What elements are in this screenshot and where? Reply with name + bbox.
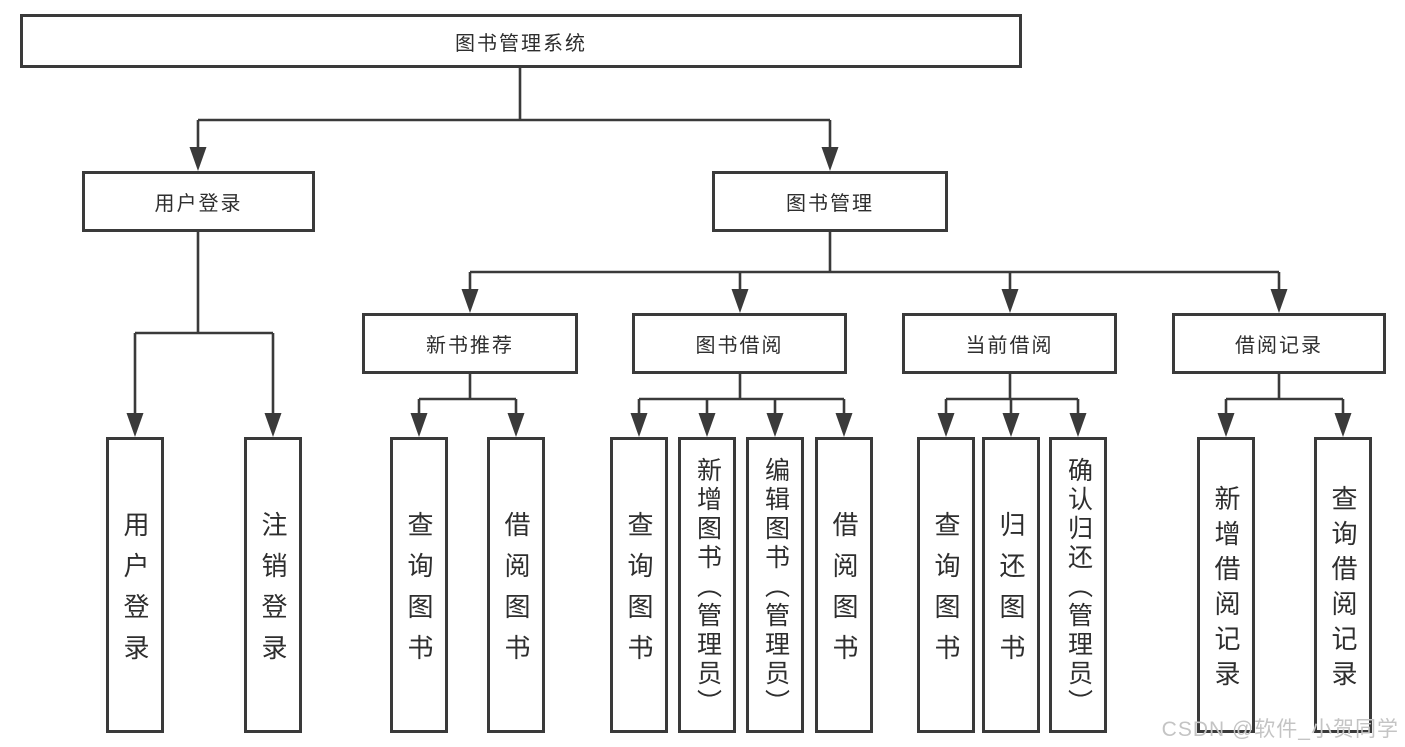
node-label: 借阅记录 xyxy=(1235,335,1323,357)
leaf-borrow-books: 借阅图书 xyxy=(815,437,873,733)
leaf-confirm-return-admin: 确认归还（管理员） xyxy=(1049,437,1107,733)
leaf-borrow-books-recommend: 借阅图书 xyxy=(487,437,545,733)
node-book-borrowing: 图书借阅 xyxy=(632,313,847,374)
node-label: 查询图书 xyxy=(931,510,961,675)
node-label: 用户登录 xyxy=(120,510,150,675)
node-label: 新增借阅记录 xyxy=(1211,484,1241,695)
leaf-edit-books-admin: 编辑图书（管理员） xyxy=(746,437,804,733)
node-label: 新书推荐 xyxy=(426,335,514,357)
leaf-logout: 注销登录 xyxy=(244,437,302,733)
connector-new-book-recommend-children xyxy=(410,373,525,437)
node-label: 确认归还（管理员） xyxy=(1064,456,1093,718)
connector-borrowing-records-children xyxy=(1217,373,1352,437)
node-label: 查询图书 xyxy=(404,510,434,675)
leaf-add-borrow-record: 新增借阅记录 xyxy=(1197,437,1255,733)
node-label: 查询图书 xyxy=(624,510,654,675)
leaf-add-books-admin: 新增图书（管理员） xyxy=(678,437,736,733)
node-new-book-recommend: 新书推荐 xyxy=(362,313,578,374)
node-current-borrowing: 当前借阅 xyxy=(902,313,1117,374)
node-book-management-branch: 图书管理 xyxy=(712,171,948,232)
leaf-user-login: 用户登录 xyxy=(106,437,164,733)
node-label: 借阅图书 xyxy=(829,510,859,675)
leaf-query-borrow-record: 查询借阅记录 xyxy=(1314,437,1372,733)
node-borrowing-records: 借阅记录 xyxy=(1172,313,1386,374)
node-label: 归还图书 xyxy=(996,510,1026,675)
node-label: 新增图书（管理员） xyxy=(693,456,722,718)
node-label: 编辑图书（管理员） xyxy=(761,456,790,718)
leaf-query-books-recommend: 查询图书 xyxy=(390,437,448,733)
leaf-return-books: 归还图书 xyxy=(982,437,1040,733)
leaf-query-books-borrowing: 查询图书 xyxy=(610,437,668,733)
node-label: 查询借阅记录 xyxy=(1328,484,1358,695)
leaf-query-books-current: 查询图书 xyxy=(917,437,975,733)
connector-book-management-children xyxy=(461,231,1288,313)
csdn-watermark: CSDN @软件_小贺同学 xyxy=(1161,718,1399,741)
node-label: 图书借阅 xyxy=(695,335,784,357)
connector-user-login-children xyxy=(126,231,282,437)
node-root-library-management-system: 图书管理系统 xyxy=(20,14,1022,68)
node-label: 图书管理系统 xyxy=(455,32,587,55)
node-label: 注销登录 xyxy=(258,510,288,675)
node-user-login-branch: 用户登录 xyxy=(82,171,315,232)
node-label: 图书管理 xyxy=(786,193,874,215)
connector-book-borrowing-children xyxy=(630,373,853,437)
connector-current-borrowing-children xyxy=(937,373,1087,437)
node-label: 借阅图书 xyxy=(501,510,531,675)
connector-root-to-branches xyxy=(189,68,839,171)
node-label: 用户登录 xyxy=(154,193,243,215)
node-label: 当前借阅 xyxy=(965,335,1054,357)
